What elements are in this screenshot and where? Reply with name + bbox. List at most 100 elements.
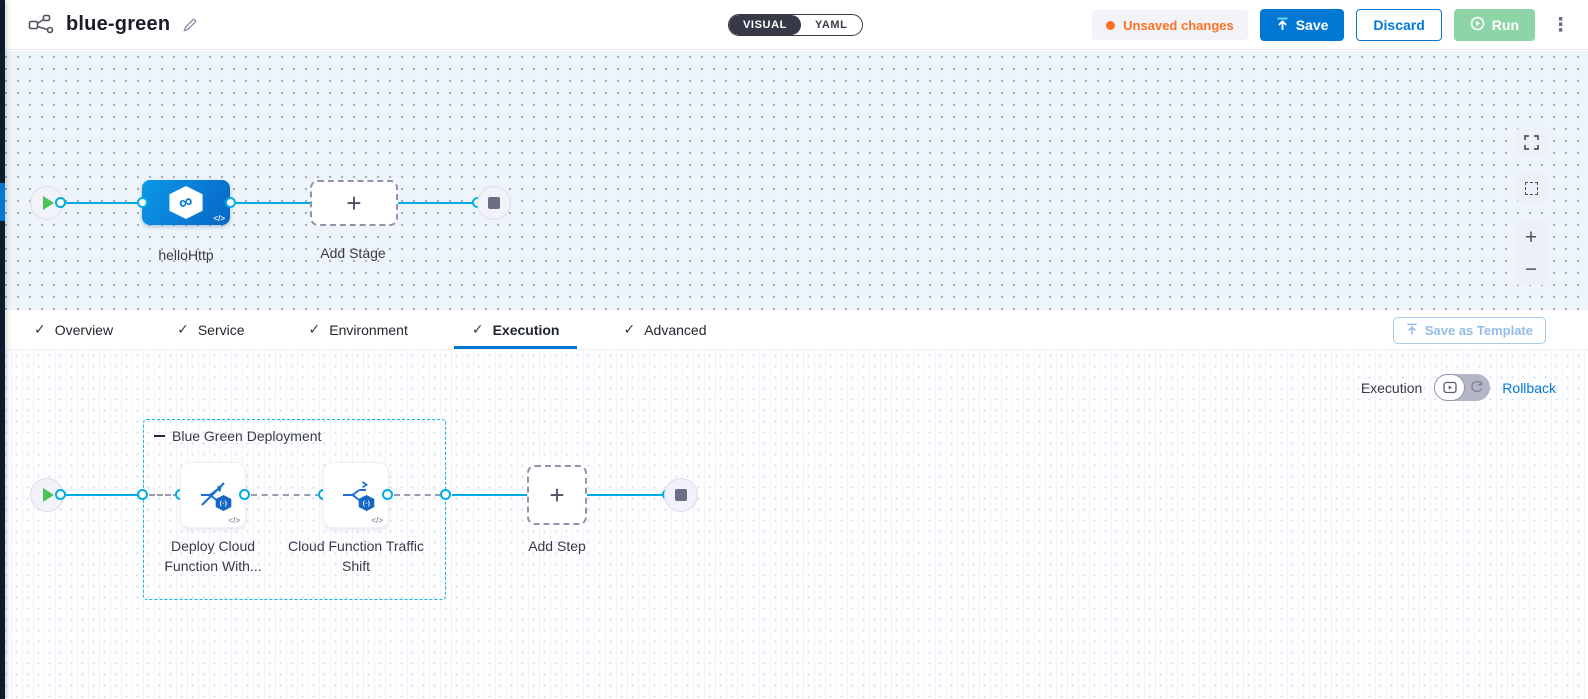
collapse-group-icon[interactable] [154,434,165,438]
zoom-in-button[interactable]: + [1524,225,1538,249]
save-as-template-button[interactable]: Save as Template [1392,317,1546,344]
check-icon: ✓ [308,321,321,337]
page-title: blue-green [66,13,171,35]
stage-name-label: helloHttp [158,247,214,263]
tab-label: Overview [54,321,114,338]
connector-port[interactable] [440,489,451,500]
save-button[interactable]: Save [1259,9,1345,41]
tab-advanced[interactable]: ✓ Advanced [623,310,706,349]
execution-icon [1443,381,1457,394]
play-circle-icon [1470,16,1485,34]
plus-icon: + [346,187,362,218]
run-label: Run [1491,17,1519,33]
infinity-icon: ∞ [176,190,196,215]
connector-port[interactable] [382,489,393,500]
group-header: Blue Green Deployment [154,428,321,444]
code-icon: </> [371,516,383,525]
tab-environment[interactable]: ✓ Environment [309,310,408,349]
flow-line-dashed [251,494,321,496]
connector-port[interactable] [55,489,66,500]
marquee-select-button[interactable] [1516,173,1546,203]
rollback-link[interactable]: Rollback [1502,379,1556,396]
unsaved-label: Unsaved changes [1123,17,1234,33]
flow-line [66,494,143,496]
header-left: blue-green [0,13,198,36]
step-name-label: Cloud Function Traffic Shift [288,538,424,574]
add-stage-button[interactable]: + [310,180,398,226]
edit-title-icon[interactable] [182,17,198,33]
kebab-menu-icon[interactable]: ⋮ [1551,14,1570,36]
flow-line [452,494,527,496]
connector-port[interactable] [239,489,250,500]
pipeline-icon [28,14,54,36]
play-icon [43,488,54,502]
header-actions: Unsaved changes Save Discard [1092,0,1574,50]
flow-line-dashed [394,494,441,496]
stage-tab-bar: ✓ Overview ✓ Service ✓ Environment ✓ Exe… [0,310,1588,350]
header: blue-green VISUAL YAML Unsaved changes [0,0,1588,50]
execution-end-node[interactable] [664,478,698,512]
toggle-visual[interactable]: VISUAL [729,15,801,35]
add-stage-label: Add Stage [320,245,386,261]
fullscreen-button[interactable] [1516,127,1546,157]
execution-canvas[interactable]: Execution Rollback [0,350,1588,699]
zoom-controls: + − [1514,221,1548,285]
stop-icon [675,489,687,501]
flow-line [236,202,310,204]
tab-label: Service [197,321,245,338]
execution-mode-row: Execution Rollback [1361,374,1556,401]
flow-line-dashed [149,494,179,496]
tab-overview[interactable]: ✓ Overview [34,310,113,349]
tab-execution[interactable]: ✓ Execution [453,310,578,349]
discard-button[interactable]: Discard [1356,9,1442,41]
run-button[interactable]: Run [1453,9,1535,41]
code-icon: </> [213,214,225,223]
marquee-icon [1524,181,1538,195]
save-label: Save [1295,17,1329,33]
execution-rollback-toggle[interactable] [1434,374,1491,401]
play-icon [43,196,54,210]
check-icon: ✓ [471,321,484,337]
unsaved-changes-badge: Unsaved changes [1092,10,1248,40]
left-nav-rail [0,0,5,699]
stage-node-hellohttp[interactable]: ∞ </> [142,180,230,225]
step-node-traffic-shift[interactable]: (-) </> [323,462,389,528]
tab-service[interactable]: ✓ Service [177,310,244,349]
connector-port[interactable] [137,197,148,208]
add-step-button[interactable]: + [527,465,587,525]
add-step-label: Add Step [528,538,586,554]
unsaved-dot-icon [1106,20,1116,30]
connector-port[interactable] [225,197,236,208]
upload-arrow-icon [1276,17,1289,34]
toggle-yaml[interactable]: YAML [814,19,848,31]
check-icon: ✓ [177,321,189,337]
toggle-thumb-execution[interactable] [1434,374,1466,401]
step-name-label: Deploy Cloud Function With... [164,538,262,574]
execution-mode-label: Execution [1360,379,1423,396]
pipeline-end-node[interactable] [477,186,511,220]
rail-scroll-indicator [0,183,5,221]
flow-line [398,202,474,204]
step-group-blue-green[interactable]: Blue Green Deployment [143,419,446,600]
save-as-template-label: Save as Template [1424,323,1533,338]
zoom-out-button[interactable]: − [1524,257,1538,281]
visual-yaml-toggle[interactable]: VISUAL YAML [728,14,863,36]
discard-label: Discard [1373,17,1425,33]
check-icon: ✓ [34,321,46,337]
cloud-function-badge-icon: (-) [215,495,232,511]
cloud-function-badge-icon: (-) [358,495,375,511]
connector-port[interactable] [55,197,66,208]
stage-canvas[interactable]: ∞ </> helloHttp + Add Stage + [0,51,1588,310]
stop-icon [488,197,500,209]
serverless-hexagon-icon: ∞ [169,186,203,219]
connector-port[interactable] [137,489,148,500]
check-icon: ✓ [623,321,636,337]
rollback-icon[interactable] [1470,380,1484,399]
upload-arrow-icon [1406,323,1418,339]
tab-label: Environment [329,321,408,338]
step-node-deploy-cloud-function[interactable]: (-) </> [180,462,246,528]
flow-line [587,494,664,496]
plus-icon: + [549,479,565,510]
fullscreen-icon [1523,134,1539,150]
